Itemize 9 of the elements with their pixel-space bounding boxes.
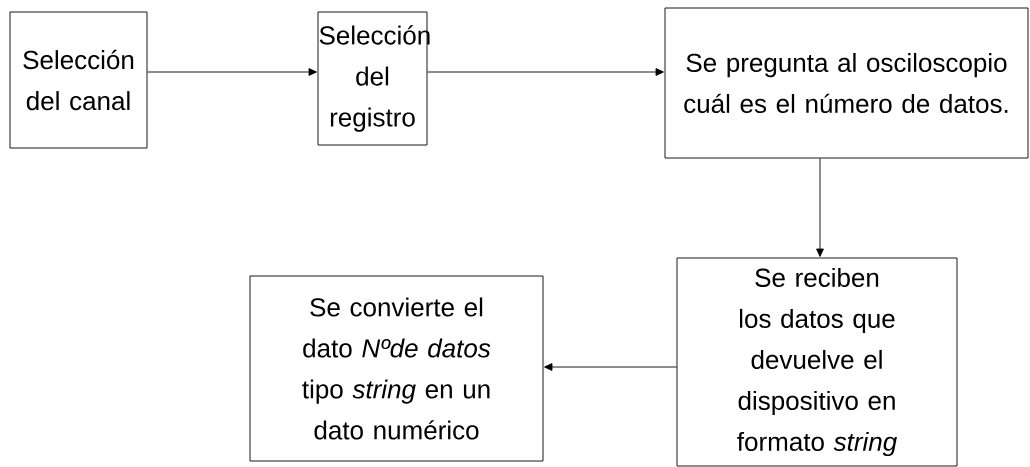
arrow [147,68,317,76]
process-box: Se convierte el dato Nºde datos tipo string en un dato numérico [249,275,544,462]
process-box: Se reciben los datos que devuelve el dispositivo en formato string [676,257,958,467]
process-box: Selección del registro [317,11,430,146]
arrow [544,363,677,371]
arrow [816,158,824,257]
process-box: Se pregunta al osciloscopio cuál es el número de datos. [664,7,1029,159]
arrow [427,68,664,76]
process-box: Selección del canal [9,11,148,149]
